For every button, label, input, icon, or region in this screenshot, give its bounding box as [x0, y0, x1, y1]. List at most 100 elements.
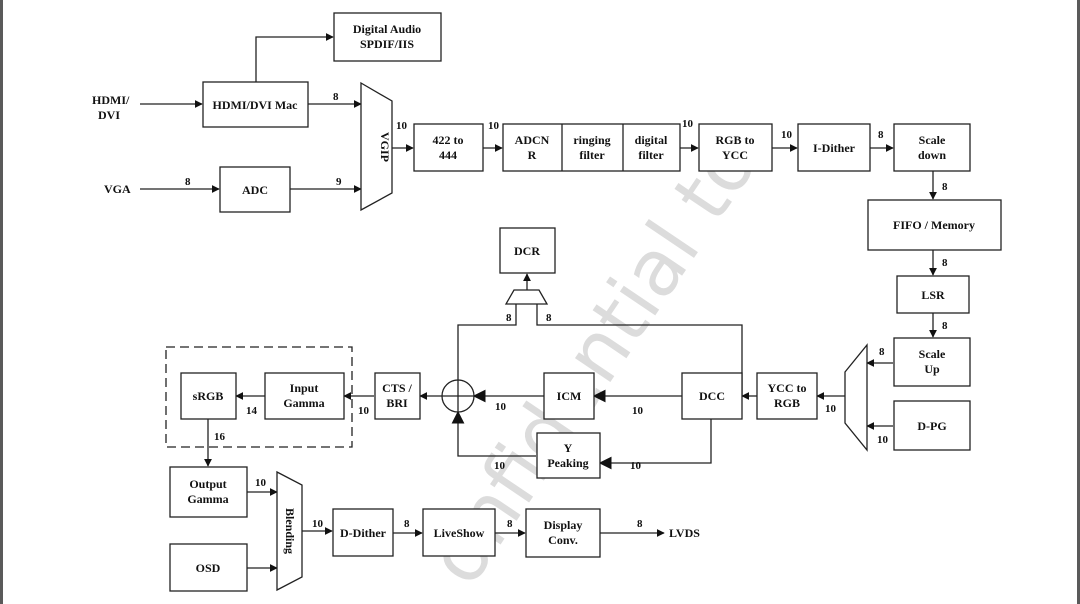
osd-block: [169, 543, 248, 592]
scale-down-block: [893, 123, 971, 172]
bitwidth-adc-out: 9: [336, 176, 342, 188]
cts-bri-label-1: CTS /: [382, 381, 412, 395]
icm-block: [543, 372, 595, 420]
bitwidth-vga-in: 8: [185, 176, 191, 188]
left-border: [0, 0, 3, 604]
fifo-memory-label: FIFO / Memory: [893, 218, 975, 232]
digital-audio-label-2: SPDIF/IIS: [360, 37, 414, 51]
y-peaking-label-1: Y: [564, 441, 573, 455]
cts-bri-block: [374, 372, 421, 420]
gamma-group-frame: [165, 346, 353, 448]
bitwidth-dcr-in-right: 8: [546, 312, 552, 324]
ycc-to-rgb-label-2: RGB: [774, 396, 800, 410]
dcr-label: DCR: [514, 244, 540, 258]
bitwidth-cts-to-gamma: 10: [358, 405, 370, 417]
i-dither-block: [797, 123, 871, 172]
ringing-filter-label-2: filter: [579, 148, 605, 162]
bitwidth-vgip-out: 10: [396, 120, 408, 132]
right-border: [1077, 0, 1080, 604]
display-conv-block: [525, 508, 601, 558]
bitwidth-icm-to-sum: 10: [495, 401, 507, 413]
dcr-input-mux: [504, 289, 549, 305]
blending-label: Blending: [283, 508, 297, 554]
input-gamma-label-1: Input: [290, 381, 319, 395]
bitwidth-scale-up-out: 8: [879, 346, 885, 358]
hdmi-input-label-1: HDMI/: [92, 93, 130, 107]
bitwidth-hdmi-mac-out: 8: [333, 91, 339, 103]
hdmi-dvi-mac-block: [202, 81, 309, 128]
output-gamma-label-2: Gamma: [187, 492, 228, 506]
liveshow-block: [422, 508, 496, 557]
scale-down-label-2: down: [918, 148, 946, 162]
output-gamma-label-1: Output: [189, 477, 226, 491]
bitwidth-i-dither-out: 8: [878, 129, 884, 141]
bitwidth-scale-down-out: 8: [942, 181, 948, 193]
filter-chain-block: [502, 123, 681, 172]
scale-down-label-1: Scale: [919, 133, 946, 147]
output-gamma-block: [169, 466, 248, 518]
bitwidth-lsr-out: 8: [942, 320, 948, 332]
bitwidth-d-dither-out: 8: [404, 518, 410, 530]
rgb-to-ycc-label-1: RGB to: [716, 133, 755, 147]
output-mux: [844, 343, 868, 452]
display-conv-label-2: Conv.: [548, 533, 578, 547]
display-conv-label-1: Display: [544, 518, 583, 532]
conv-422-label-1: 422 to: [433, 133, 464, 147]
input-gamma-label-2: Gamma: [283, 396, 324, 410]
bitwidth-rgb-to-ycc-out: 10: [781, 129, 793, 141]
bitwidth-gamma-to-srgb: 14: [246, 405, 258, 417]
scale-up-label-1: Scale: [919, 347, 946, 361]
conv-422-label-2: 444: [439, 148, 457, 162]
ycc-to-rgb-block: [756, 372, 818, 420]
cts-bri-label-2: BRI: [386, 396, 408, 410]
d-pg-block: [893, 400, 971, 451]
bitwidth-liveshow-out: 8: [507, 518, 513, 530]
adc-block: [219, 166, 291, 213]
adcnr-label-1: ADCN: [515, 133, 550, 147]
bitwidth-422-out: 10: [488, 120, 500, 132]
adcnr-label-2: R: [528, 148, 537, 162]
rgb-to-ycc-block: [698, 123, 773, 172]
fifo-memory-block: [867, 199, 1002, 251]
scale-up-label-2: Up: [924, 362, 940, 376]
lsr-block: [896, 275, 970, 314]
i-dither-label: I-Dither: [813, 141, 856, 155]
liveshow-label: LiveShow: [434, 526, 485, 540]
blending-block: [276, 470, 303, 592]
ringing-filter-label-1: ringing: [573, 133, 610, 147]
input-gamma-block: [264, 372, 345, 420]
digital-filter-label-1: digital: [635, 133, 668, 147]
y-peaking-label-2: Peaking: [547, 456, 588, 470]
lvds-output-label: LVDS: [669, 526, 700, 540]
bitwidth-peaking-to-sum: 10: [494, 460, 506, 472]
icm-label: ICM: [557, 389, 582, 403]
dcc-label: DCC: [699, 389, 725, 403]
rgb-to-ycc-label-2: YCC: [722, 148, 748, 162]
bitwidth-display-conv-out: 8: [637, 518, 643, 530]
bitwidth-dcr-in-left: 8: [506, 312, 512, 324]
bitwidth-dcc-to-peaking: 10: [630, 460, 642, 472]
digital-audio-block: [333, 12, 442, 62]
osd-label: OSD: [196, 561, 221, 575]
d-dither-label: D-Dither: [340, 526, 387, 540]
hdmi-dvi-mac-label: HDMI/DVI Mac: [213, 98, 299, 112]
connection-lines: [140, 33, 937, 572]
dcr-block: [499, 227, 556, 274]
vga-input-label: VGA: [104, 182, 131, 196]
bitwidth-fifo-out: 8: [942, 257, 948, 269]
srgb-label: sRGB: [193, 389, 224, 403]
lsr-label: LSR: [921, 288, 945, 302]
adc-label: ADC: [242, 183, 268, 197]
srgb-block: [180, 372, 237, 420]
vgip-label: VGIP: [378, 132, 392, 162]
d-dither-block: [332, 508, 394, 557]
dcc-block: [681, 372, 743, 420]
ycc-to-rgb-label-1: YCC to: [768, 381, 807, 395]
bitwidth-d-pg-out: 10: [877, 434, 889, 446]
bitwidth-srgb-to-output-gamma: 16: [214, 431, 226, 443]
bitwidth-ycc-to-rgb-out: 10: [825, 403, 837, 415]
scale-up-block: [893, 337, 971, 387]
summing-junction: [441, 379, 475, 413]
